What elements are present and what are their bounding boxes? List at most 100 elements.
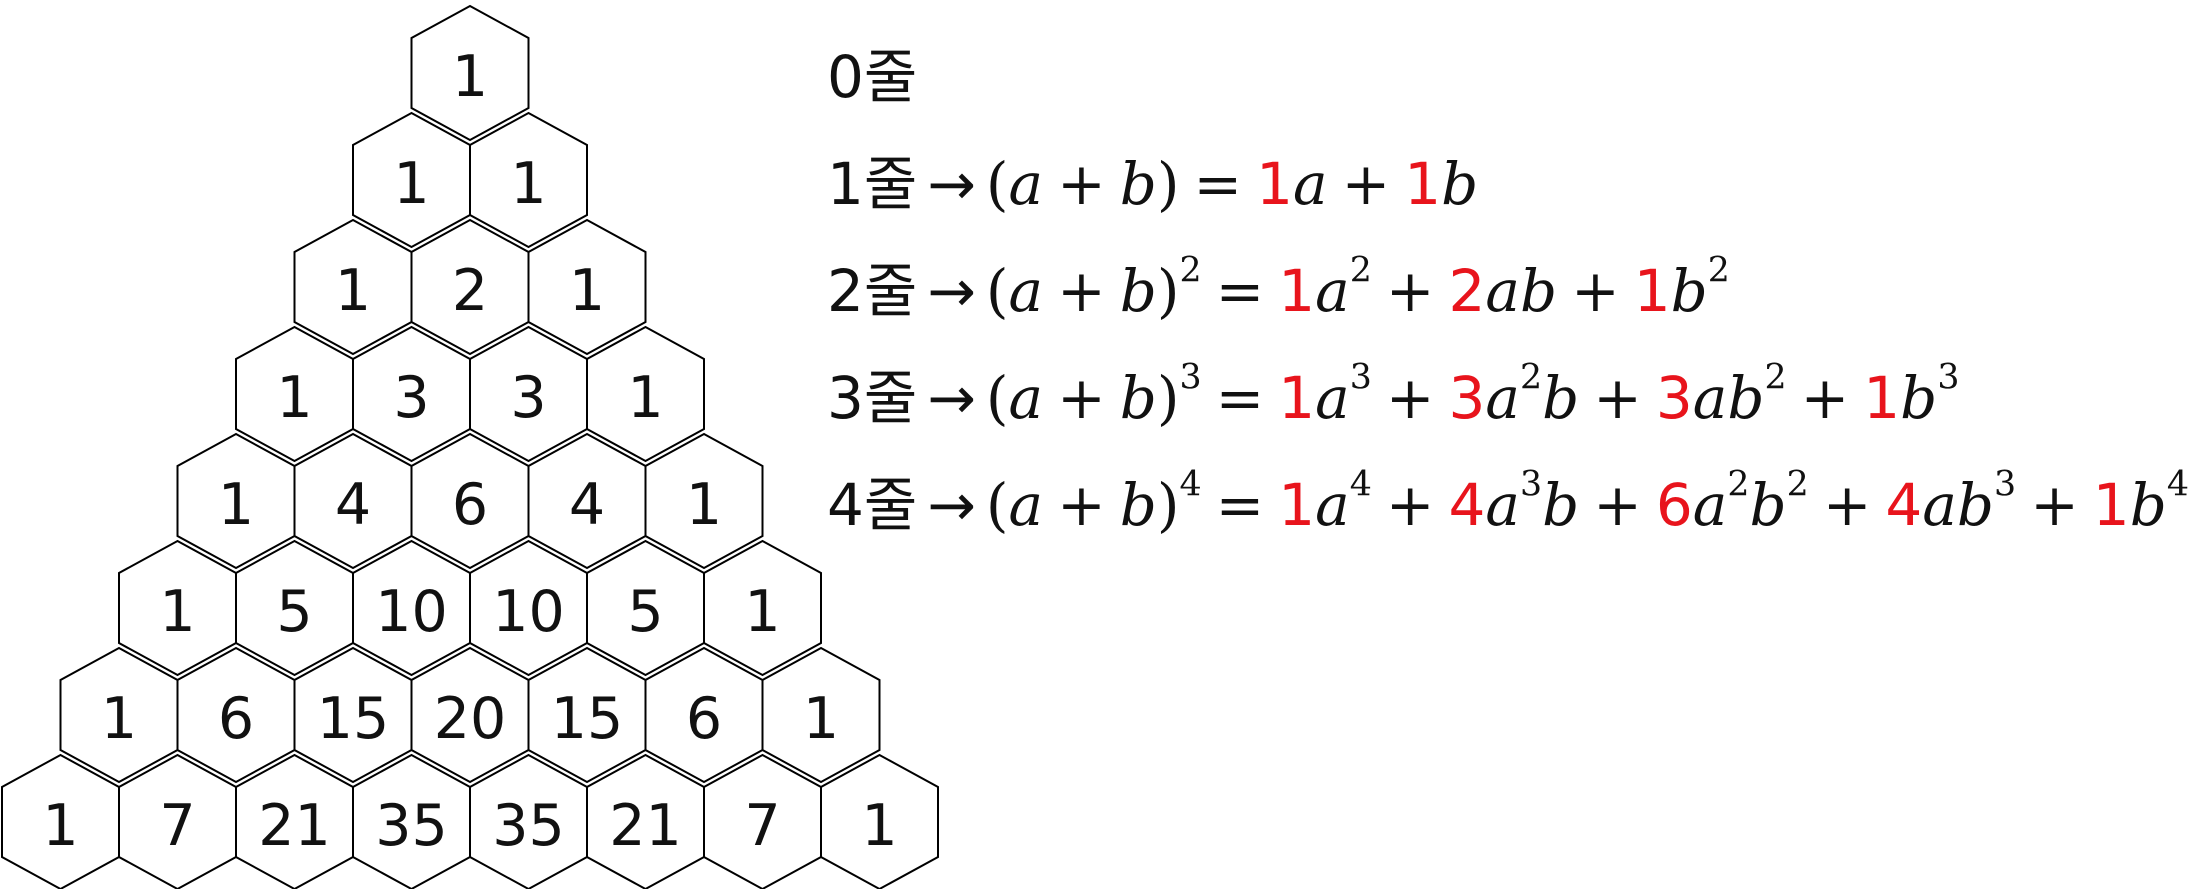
expansion-row-3: 3줄→(a+b)3=1a3+3a2b+3ab2+1b3 <box>827 351 1959 435</box>
expansion-row-1: 1줄→(a+b)=1a+1b <box>827 137 1478 221</box>
row-label: 0줄 <box>827 43 918 111</box>
hex-cell: 3 <box>469 325 588 463</box>
hex-cell: 4 <box>527 432 647 570</box>
arrow-icon: → <box>927 257 976 325</box>
exponent: 2 <box>1707 250 1730 291</box>
expansion-row-2: 2줄→(a+b)2=1a2+2ab+1b2 <box>827 244 1730 328</box>
coefficient: 4 <box>1448 471 1486 539</box>
hex-value: 4 <box>569 472 605 538</box>
operator: + <box>1593 471 1642 539</box>
hex-cell: 35 <box>352 753 471 889</box>
hex-cell: 10 <box>352 539 471 677</box>
variable: ab <box>1692 364 1765 432</box>
operator: = <box>1215 471 1265 539</box>
hex-value: 1 <box>452 44 488 110</box>
coefficient: 1 <box>1278 257 1316 325</box>
hex-cell: 20 <box>410 646 530 784</box>
hex-value: 1 <box>569 258 605 324</box>
hex-value: 21 <box>258 793 331 859</box>
binomial-formula: (a+b)2=1a2+2ab+1b2 <box>985 253 1730 325</box>
hex-cell: 21 <box>586 753 705 889</box>
hex-outline <box>644 432 764 570</box>
operator: + <box>1571 257 1620 325</box>
hex-value: 7 <box>744 793 780 859</box>
hex-value: 3 <box>510 365 546 431</box>
coefficient: 1 <box>1863 364 1901 432</box>
hex-value: 21 <box>609 793 682 859</box>
operator: + <box>1057 471 1106 539</box>
variable: b <box>1900 364 1938 432</box>
hex-cell: 1 <box>644 432 764 570</box>
hex-outline <box>761 646 881 784</box>
coefficient: 3 <box>1448 364 1486 432</box>
exponent: 3 <box>1937 357 1960 398</box>
hex-outline <box>469 111 588 249</box>
coefficient: 4 <box>1885 471 1923 539</box>
exponent: 4 <box>1179 464 1202 505</box>
exponent: 2 <box>1727 464 1750 505</box>
variable: a <box>1008 364 1044 432</box>
arrow-icon: → <box>927 150 976 218</box>
variable: a <box>1008 257 1044 325</box>
paren: ( <box>985 257 1009 325</box>
paren: ( <box>985 471 1009 539</box>
operator: + <box>1057 257 1106 325</box>
operator: + <box>1593 364 1642 432</box>
coefficient: 1 <box>1633 257 1671 325</box>
exponent: 2 <box>1520 357 1543 398</box>
hex-value: 4 <box>335 472 371 538</box>
hex-cell: 15 <box>293 646 413 784</box>
coefficient: 2 <box>1448 257 1486 325</box>
variable: b <box>1542 364 1580 432</box>
paren: ( <box>985 150 1009 218</box>
hex-value: 15 <box>317 686 390 752</box>
hex-cell: 5 <box>235 539 354 677</box>
hex-value: 1 <box>744 579 780 645</box>
arrow-icon: → <box>927 471 976 539</box>
hex-value: 6 <box>218 686 254 752</box>
hex-value: 35 <box>492 793 565 859</box>
row-label: 2줄 <box>827 257 918 325</box>
paren: ) <box>1156 471 1180 539</box>
hex-cell: 1 <box>235 325 354 463</box>
coefficient: 1 <box>1278 471 1316 539</box>
hex-cell: 1 <box>118 539 237 677</box>
variable: a <box>1315 471 1350 539</box>
variable: b <box>1119 471 1157 539</box>
hex-value: 5 <box>627 579 663 645</box>
row-label: 4줄 <box>827 471 918 539</box>
hex-cell: 35 <box>469 753 588 889</box>
paren: ) <box>1156 257 1180 325</box>
variable: a <box>1315 364 1350 432</box>
hex-value: 1 <box>42 793 78 859</box>
hex-value: 5 <box>276 579 312 645</box>
exponent: 2 <box>1786 464 1809 505</box>
coefficient: 1 <box>1256 150 1294 218</box>
operator: + <box>1800 364 1850 432</box>
hex-cell: 6 <box>176 646 296 784</box>
exponent: 3 <box>1349 357 1372 398</box>
exponent: 4 <box>1349 464 1372 505</box>
hex-outline <box>527 218 647 356</box>
hex-value: 1 <box>218 472 254 538</box>
hex-cell: 6 <box>644 646 764 784</box>
hex-cell: 6 <box>410 432 530 570</box>
hex-value: 1 <box>276 365 312 431</box>
variable: a <box>1008 471 1044 539</box>
hex-value: 10 <box>375 579 448 645</box>
operator: = <box>1215 364 1265 432</box>
variable: b <box>1119 364 1157 432</box>
binomial-formula: (a+b)3=1a3+3a2b+3ab2+1b3 <box>986 360 1960 432</box>
operator: = <box>1193 150 1243 218</box>
hex-cell: 7 <box>118 753 237 889</box>
hex-cell: 3 <box>352 325 471 463</box>
hex-outline <box>410 4 530 142</box>
binomial-formula: (a+b)4=1a4+4a3b+6a2b2+4ab3+1b4 <box>985 467 2189 539</box>
coefficient: 1 <box>1278 364 1316 432</box>
hex-value: 10 <box>492 579 565 645</box>
variable: ab <box>1485 257 1558 325</box>
operator: = <box>1215 257 1265 325</box>
variable: b <box>1749 471 1787 539</box>
arrow-icon: → <box>927 364 976 432</box>
hex-cell: 1 <box>469 111 588 249</box>
